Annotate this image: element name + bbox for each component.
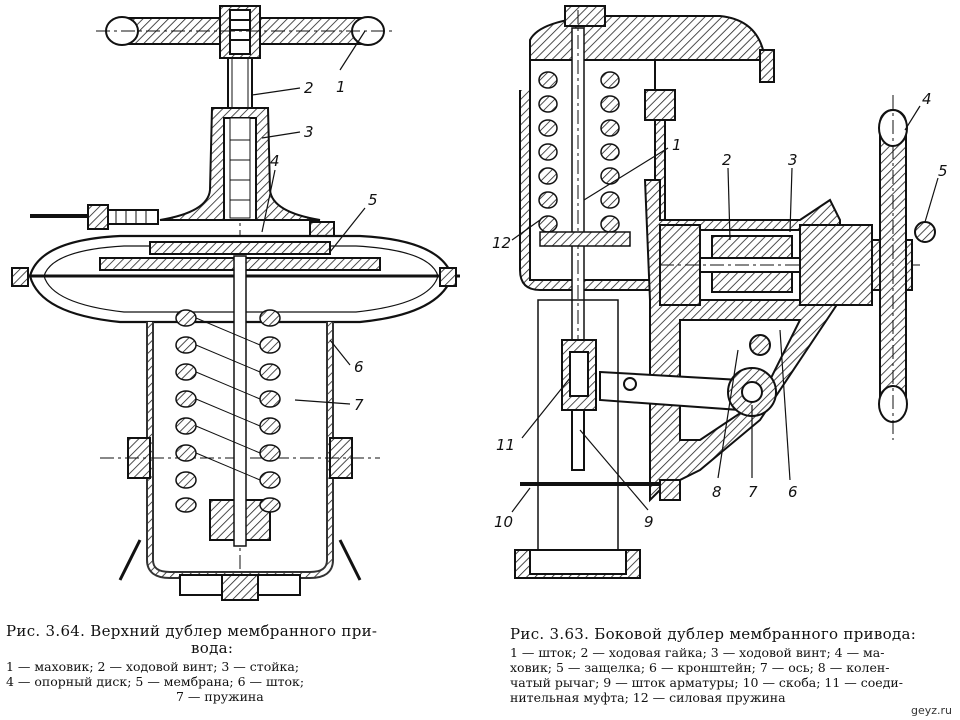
spring [175, 309, 281, 513]
legend-line: 1 — шток; 2 — ходовая гайка; 3 — ходовой… [510, 645, 885, 660]
callout-right-12: 12 [492, 234, 511, 252]
callout-right-4: 4 [922, 90, 932, 108]
leader-lines-right [511, 105, 939, 513]
callout-left-4: 4 [270, 152, 280, 170]
leader-lines-left [251, 30, 366, 405]
legend-line: нительная муфта; 12 — силовая пружина [510, 690, 786, 705]
top-cover [529, 5, 775, 83]
callout-left-2: 2 [304, 79, 314, 97]
callout-left-1: 1 [336, 78, 346, 96]
technical-drawing: 1 2 3 4 5 6 7 1 2 3 4 5 6 7 8 9 10 11 12 [11, 5, 948, 605]
callouts-right: 1 2 3 4 5 6 7 8 9 10 11 12 [492, 90, 948, 531]
legend-line: 7 — пружина [176, 689, 264, 704]
power-spring [538, 71, 631, 247]
valve-body [514, 299, 660, 579]
callout-right-8: 8 [712, 483, 722, 501]
callout-right-1: 1 [672, 136, 682, 154]
caption-title-line1: Рис. 3.63. Боковой дублер мембранного пр… [510, 625, 917, 643]
watermark: geyz.ru [910, 704, 952, 717]
callout-right-5: 5 [938, 162, 948, 180]
side-doubler-drawing [511, 5, 939, 579]
legend-line: ховик; 5 — защелка; 6 — кронштейн; 7 — о… [510, 660, 890, 675]
crank-lever [599, 367, 777, 417]
callout-right-9: 9 [644, 513, 654, 531]
callout-right-2: 2 [722, 151, 732, 169]
handwheel [96, 5, 396, 59]
caption-legend: 1 — шток; 2 — ходовая гайка; 3 — ходовой… [510, 645, 955, 705]
coupling [561, 339, 597, 471]
handwheel-right [878, 95, 908, 440]
callout-right-6: 6 [788, 483, 798, 501]
callouts-left: 1 2 3 4 5 6 7 [270, 78, 378, 414]
callout-left-3: 3 [304, 123, 314, 141]
top-doubler-drawing [11, 5, 460, 605]
callout-right-11: 11 [496, 436, 515, 454]
callout-right-7: 7 [748, 483, 758, 501]
stem [233, 255, 247, 547]
callout-right-10: 10 [494, 513, 513, 531]
callout-left-7: 7 [354, 396, 364, 414]
callout-left-6: 6 [354, 358, 364, 376]
callout-right-3: 3 [788, 151, 798, 169]
legend-line: чатый рычаг; 9 — шток арматуры; 10 — ско… [510, 675, 903, 690]
legend-line: 4 — опорный диск; 5 — мембрана; 6 — шток… [6, 674, 305, 689]
caption-title-line1: Рис. 3.64. Верхний дублер мембранного пр… [6, 622, 378, 640]
legend-line: 1 — маховик; 2 — ходовой винт; 3 — стойк… [6, 659, 300, 674]
callout-left-5: 5 [368, 191, 378, 209]
caption-fig-3-64: Рис. 3.64. Верхний дублер мембранного пр… [6, 622, 476, 705]
caption-title-line2: вода: [191, 639, 234, 657]
caption-legend: 1 — маховик; 2 — ходовой винт; 3 — стойк… [6, 659, 476, 704]
caption-fig-3-63: Рис. 3.63. Боковой дублер мембранного пр… [510, 625, 955, 706]
stand [159, 107, 321, 221]
